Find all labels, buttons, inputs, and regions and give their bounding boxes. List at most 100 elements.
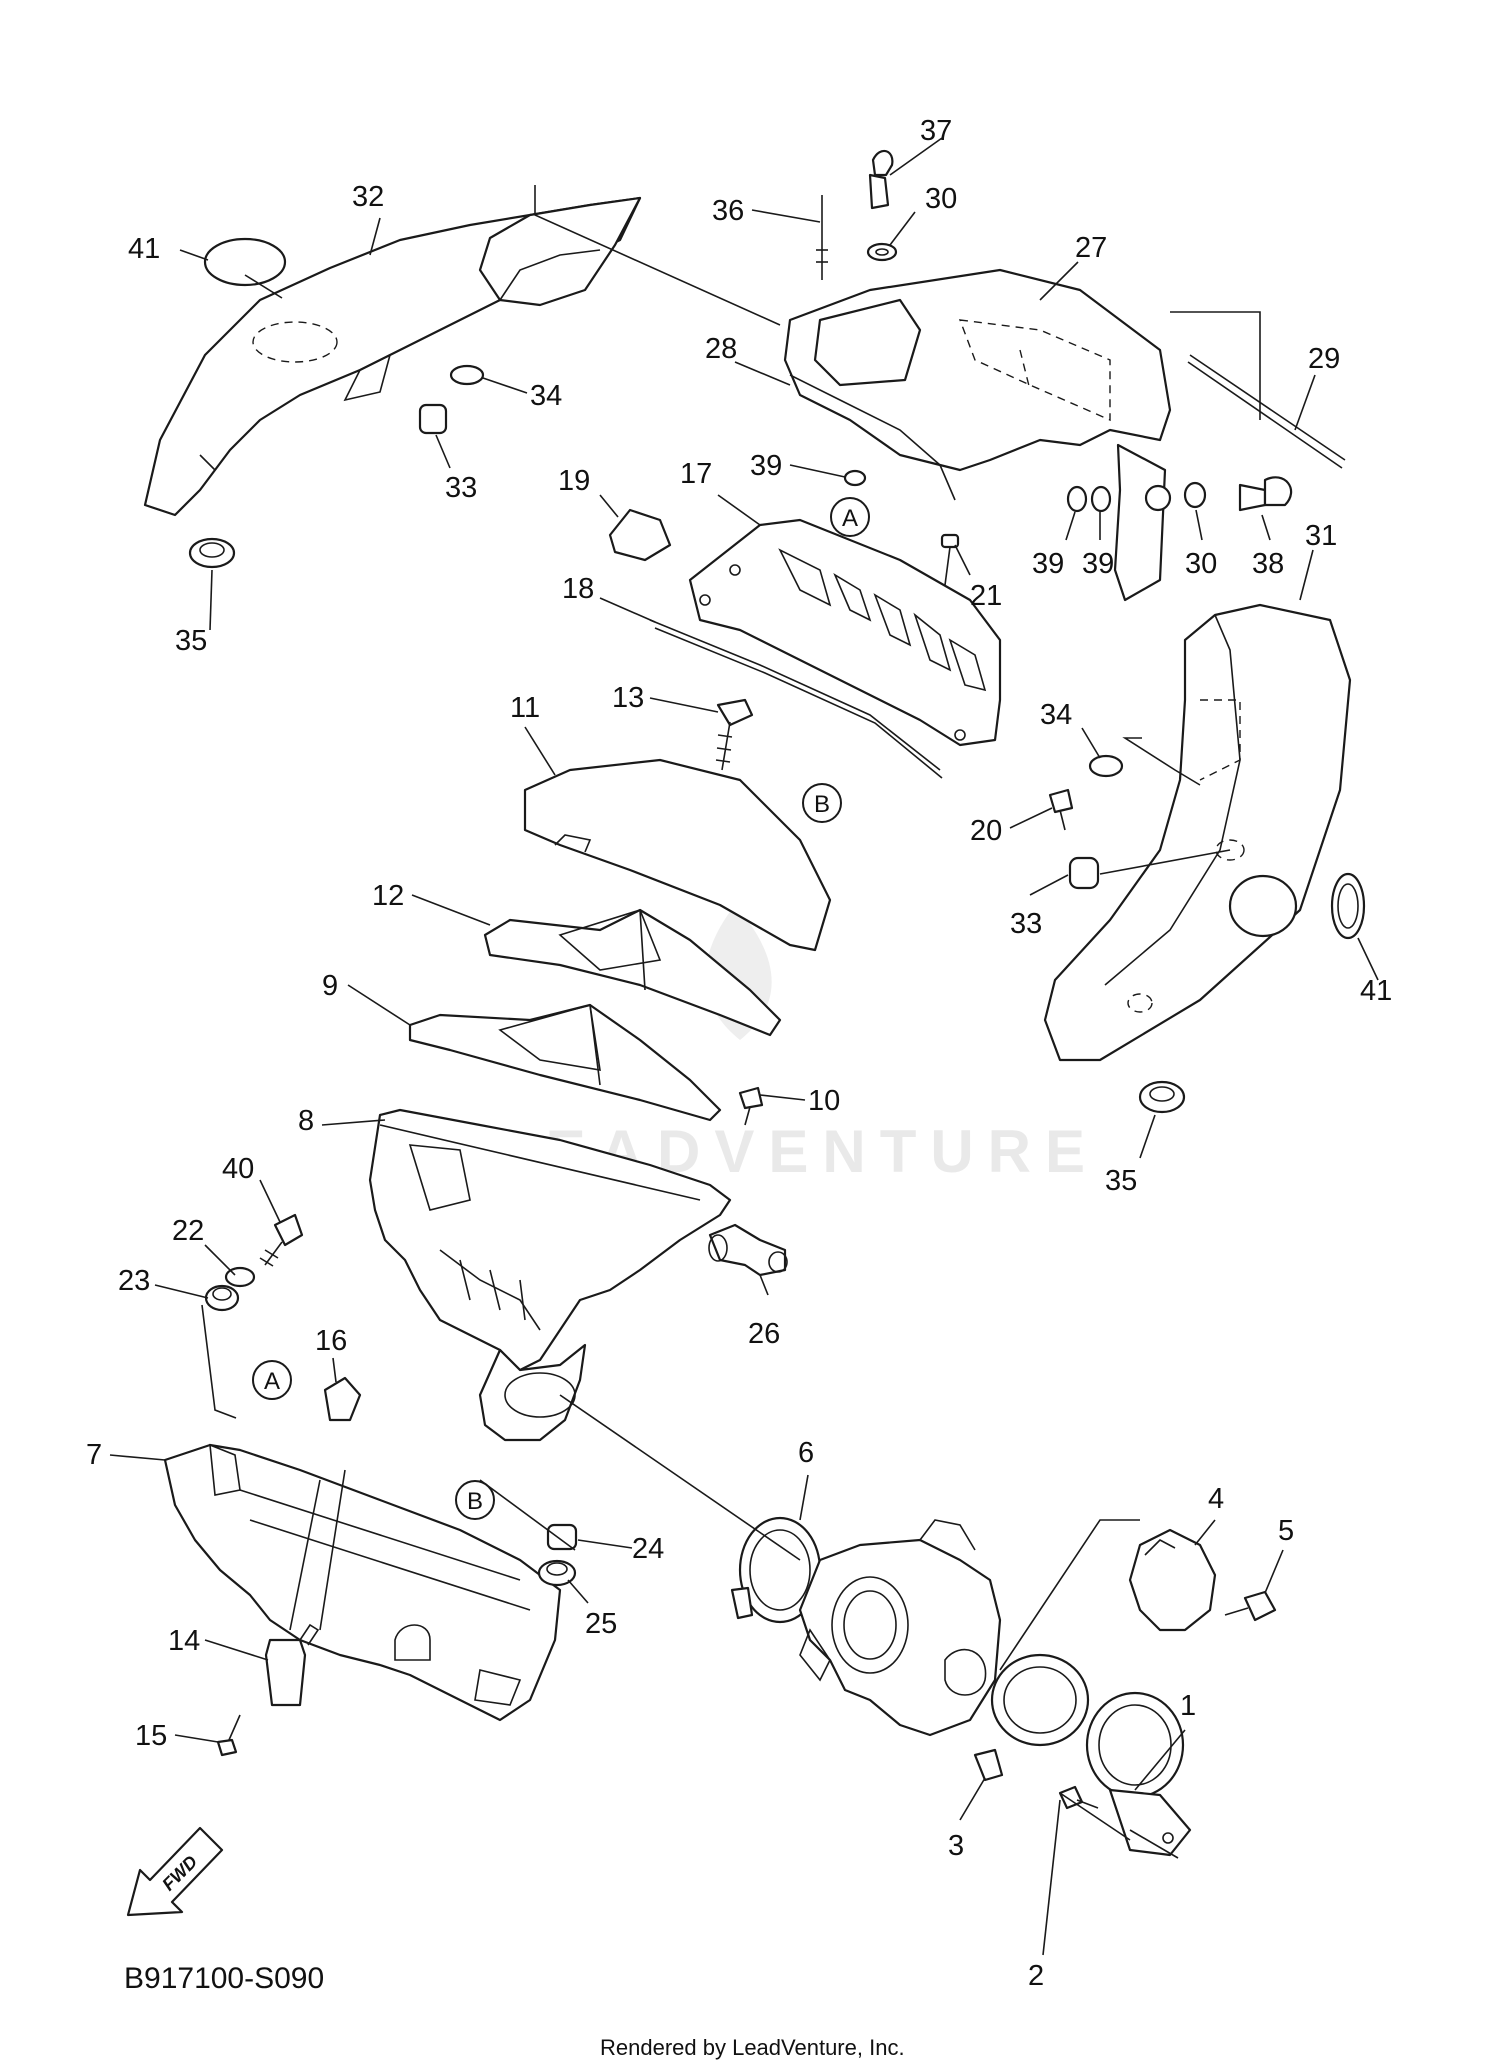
ref-A-bottom: A [252, 1360, 292, 1400]
part-41-left-badge[interactable] [203, 237, 287, 287]
part-35-grommet-left[interactable] [188, 537, 236, 569]
part-36-pin[interactable] [816, 195, 828, 280]
callout-36[interactable]: 36 [712, 195, 744, 227]
callout-15[interactable]: 15 [135, 1720, 167, 1752]
part-34-grommet-right[interactable] [1088, 754, 1124, 778]
callout-41-right[interactable]: 41 [1360, 975, 1392, 1007]
callout-13[interactable]: 13 [612, 682, 644, 714]
part-5-bolt[interactable] [1224, 1590, 1277, 1622]
callout-9[interactable]: 9 [322, 970, 338, 1002]
part-20-screw[interactable] [1048, 788, 1074, 831]
part-2-screw[interactable] [1058, 1785, 1099, 1810]
svg-text:B: B [814, 791, 830, 818]
part-33-grommet-left[interactable] [418, 403, 448, 435]
callout-14[interactable]: 14 [168, 1625, 200, 1657]
ref-B-bottom: B [455, 1480, 495, 1520]
part-30-washer-right[interactable] [1183, 481, 1207, 509]
part-4-cover[interactable] [1128, 1528, 1217, 1632]
callout-39-right-b[interactable]: 39 [1082, 548, 1114, 580]
part-8-air-box[interactable] [368, 1108, 732, 1372]
callout-23[interactable]: 23 [118, 1265, 150, 1297]
callout-38[interactable]: 38 [1252, 548, 1284, 580]
part-41-right-badge[interactable] [1228, 872, 1366, 940]
part-10-screw[interactable] [738, 1086, 764, 1126]
part-17-cover-bracket[interactable] [688, 518, 1002, 747]
callout-28[interactable]: 28 [705, 333, 737, 365]
callout-33-right[interactable]: 33 [1010, 908, 1042, 940]
callout-18[interactable]: 18 [562, 573, 594, 605]
part-25-grommet[interactable] [537, 1559, 577, 1587]
callout-31[interactable]: 31 [1305, 520, 1337, 552]
part-35-grommet-right[interactable] [1138, 1080, 1186, 1114]
callout-10[interactable]: 10 [808, 1085, 840, 1117]
callout-19[interactable]: 19 [558, 465, 590, 497]
callout-41-left[interactable]: 41 [128, 233, 160, 265]
callout-26[interactable]: 26 [748, 1318, 780, 1350]
callout-40[interactable]: 40 [222, 1153, 254, 1185]
part-33-grommet-right[interactable] [1068, 856, 1100, 890]
callout-25[interactable]: 25 [585, 1608, 617, 1640]
part-16-clip[interactable] [323, 1376, 362, 1422]
callout-17[interactable]: 17 [680, 458, 712, 490]
part-21-screw[interactable] [940, 533, 960, 586]
part-32-left-cover[interactable] [143, 196, 642, 517]
part-9-filter-guide[interactable] [408, 1003, 722, 1122]
part-40-bolt[interactable] [259, 1213, 304, 1267]
callout-35-right[interactable]: 35 [1105, 1165, 1137, 1197]
callout-3[interactable]: 3 [948, 1830, 964, 1862]
callout-1[interactable]: 1 [1180, 1690, 1196, 1722]
part-18-strap[interactable] [649, 619, 943, 779]
part-14-sensor[interactable] [264, 1623, 320, 1707]
part-39-washers-right[interactable] [1066, 485, 1112, 513]
part-11-filter-cover[interactable] [523, 758, 832, 952]
callout-32[interactable]: 32 [352, 181, 384, 213]
part-28-seal-strip[interactable] [789, 374, 956, 501]
part-23-grommet[interactable] [204, 1284, 240, 1312]
callout-39-right-a[interactable]: 39 [1032, 548, 1064, 580]
part-12-filter-element[interactable] [483, 908, 782, 1037]
callout-27[interactable]: 27 [1075, 232, 1107, 264]
part-26-elbow-fitting[interactable] [708, 1223, 788, 1277]
callout-30-top[interactable]: 30 [925, 183, 957, 215]
part-3-clamp[interactable] [973, 1653, 1090, 1782]
callout-35-left[interactable]: 35 [175, 625, 207, 657]
svg-text:A: A [264, 1368, 280, 1395]
part-37-plug[interactable] [868, 149, 894, 210]
callout-33-left[interactable]: 33 [445, 472, 477, 504]
grommet-right-bracket [1144, 484, 1172, 512]
callout-37[interactable]: 37 [920, 115, 952, 147]
part-38-plug-right[interactable] [1238, 476, 1293, 512]
part-8-intake-boot[interactable] [478, 1343, 587, 1442]
callout-24[interactable]: 24 [632, 1533, 664, 1565]
part-24-grommet[interactable] [546, 1523, 578, 1551]
part-34-grommet-left[interactable] [449, 364, 485, 386]
callout-2[interactable]: 2 [1028, 1960, 1044, 1992]
callout-16[interactable]: 16 [315, 1325, 347, 1357]
part-19-clip[interactable] [608, 508, 672, 562]
part-31-right-cover[interactable] [1043, 603, 1352, 1062]
callout-4[interactable]: 4 [1208, 1483, 1224, 1515]
callout-7[interactable]: 7 [86, 1439, 102, 1471]
part-39-washer-top[interactable] [843, 469, 867, 487]
ref-B-top: B [802, 783, 842, 823]
callout-22[interactable]: 22 [172, 1215, 204, 1247]
part-27-top-cover[interactable] [783, 268, 1172, 472]
callout-34-left[interactable]: 34 [530, 380, 562, 412]
callout-39-top[interactable]: 39 [750, 450, 782, 482]
part-7-lower-bracket[interactable] [163, 1443, 562, 1722]
callout-5[interactable]: 5 [1278, 1515, 1294, 1547]
part-30-washer-top[interactable] [866, 242, 898, 262]
part-1-joint[interactable] [1085, 1691, 1192, 1857]
callout-12[interactable]: 12 [372, 880, 404, 912]
callout-34-right[interactable]: 34 [1040, 699, 1072, 731]
callout-8[interactable]: 8 [298, 1105, 314, 1137]
callout-20[interactable]: 20 [970, 815, 1002, 847]
callout-11[interactable]: 11 [510, 692, 540, 724]
part-15-screw[interactable] [216, 1714, 241, 1757]
part-29-rod[interactable] [1187, 354, 1346, 469]
callout-21[interactable]: 21 [970, 580, 1002, 612]
callout-29[interactable]: 29 [1308, 343, 1340, 375]
callout-6[interactable]: 6 [798, 1437, 814, 1469]
part-13-bolt[interactable] [715, 698, 754, 771]
callout-30-right[interactable]: 30 [1185, 548, 1217, 580]
